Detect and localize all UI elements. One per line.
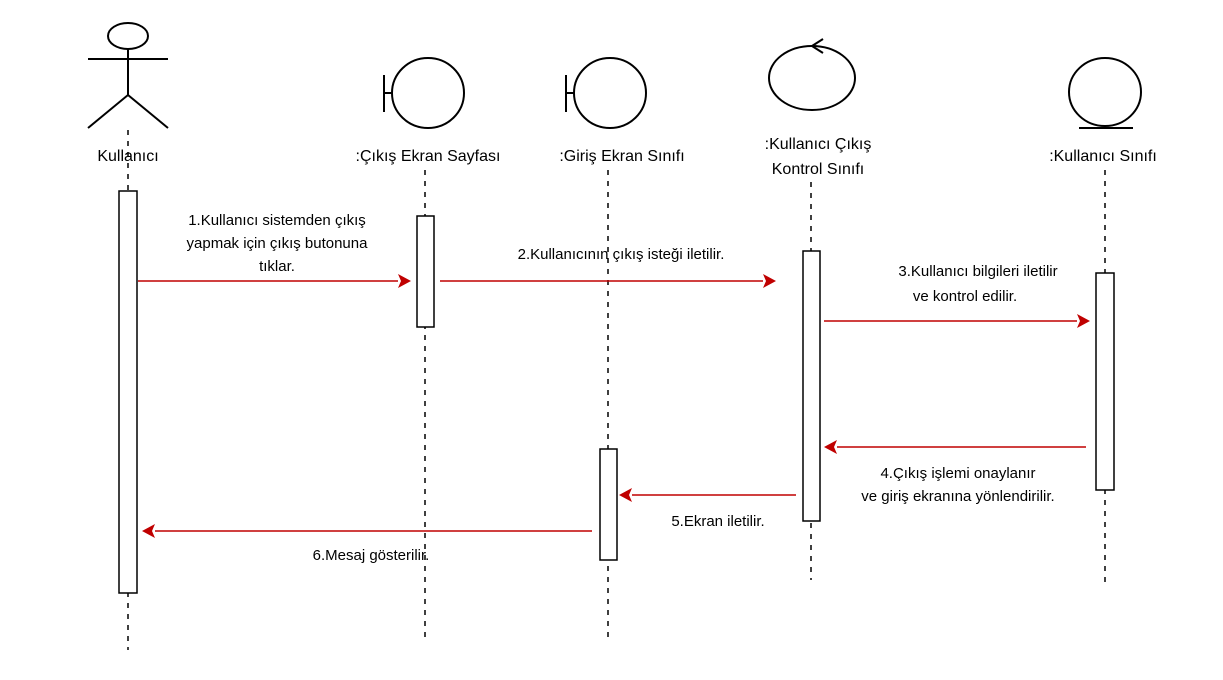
boundary-icon bbox=[383, 57, 465, 129]
participant-control: :Kullanıcı Çıkış Kontrol Sınıfı bbox=[765, 38, 872, 580]
boundary-icon bbox=[565, 57, 647, 129]
participant-label-login-screen: :Giriş Ekran Sınıfı bbox=[559, 148, 684, 165]
message-label: 3.Kullanıcı bilgileri iletilir bbox=[898, 263, 1057, 280]
message-5: 5.Ekran iletilir. bbox=[619, 488, 796, 530]
message-label: ve giriş ekranına yönlendirilir. bbox=[861, 488, 1054, 505]
participant-entity: :Kullanıcı Sınıfı bbox=[1049, 57, 1157, 585]
activation-control bbox=[802, 250, 821, 522]
arrow-head bbox=[619, 488, 632, 502]
message-label: 2.Kullanıcının çıkış isteği iletilir. bbox=[518, 246, 725, 263]
message-6: 6.Mesaj gösterilir. bbox=[142, 524, 592, 564]
message-label: 5.Ekran iletilir. bbox=[671, 513, 764, 530]
message-2: 2.Kullanıcının çıkış isteği iletilir. bbox=[440, 246, 776, 288]
message-3: 3.Kullanıcı bilgileri iletilir ve kontro… bbox=[824, 263, 1090, 328]
arrow-head bbox=[398, 274, 411, 288]
participant-label-control: Kontrol Sınıfı bbox=[772, 161, 865, 178]
message-label: 4.Çıkış işlemi onaylanır bbox=[880, 465, 1035, 482]
entity-icon bbox=[1068, 57, 1142, 129]
participant-label-control: :Kullanıcı Çıkış bbox=[765, 136, 872, 153]
message-label: yapmak için çıkış butonuna bbox=[187, 235, 369, 252]
activation-entity bbox=[1095, 272, 1115, 491]
arrow-head bbox=[142, 524, 155, 538]
actor-icon bbox=[87, 22, 169, 129]
message-4: 4.Çıkış işlemi onaylanır ve giriş ekranı… bbox=[824, 440, 1086, 505]
message-label: 6.Mesaj gösterilir. bbox=[313, 547, 430, 564]
message-label: tıklar. bbox=[259, 258, 295, 275]
activation-login-screen bbox=[599, 448, 618, 561]
participant-exit-screen: :Çıkış Ekran Sayfası bbox=[356, 57, 501, 640]
participant-label-entity: :Kullanıcı Sınıfı bbox=[1049, 148, 1157, 165]
message-label: ve kontrol edilir. bbox=[913, 288, 1017, 305]
activation-user bbox=[118, 190, 138, 594]
message-label: 1.Kullanıcı sistemden çıkış bbox=[188, 212, 366, 229]
arrow-head bbox=[824, 440, 837, 454]
arrow-head bbox=[763, 274, 776, 288]
participant-label-exit-screen: :Çıkış Ekran Sayfası bbox=[356, 148, 501, 165]
control-icon bbox=[768, 38, 856, 111]
message-1: 1.Kullanıcı sistemden çıkış yapmak için … bbox=[138, 212, 411, 288]
arrow-head bbox=[1077, 314, 1090, 328]
activation-exit-screen bbox=[416, 215, 435, 328]
participant-login-screen: :Giriş Ekran Sınıfı bbox=[559, 57, 685, 640]
